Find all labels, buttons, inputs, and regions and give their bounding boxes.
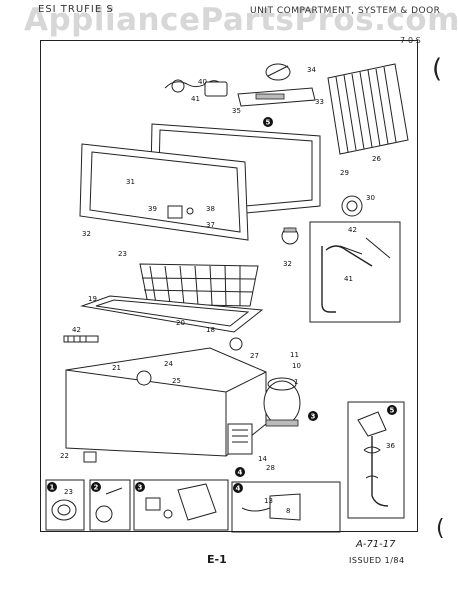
- part-label-17: 21: [112, 364, 121, 372]
- hinge-detail-inset: [309, 221, 401, 323]
- part-label-22: 25: [172, 377, 181, 385]
- fig4-inset: [231, 481, 341, 533]
- door-liner-illustration: [79, 143, 249, 241]
- part-label-15: 19: [88, 295, 97, 303]
- diagram-frame: [40, 40, 418, 532]
- wire-shelf-illustration: [327, 63, 409, 155]
- part-label-33: 35: [232, 107, 241, 115]
- part-label-11: 11: [290, 351, 299, 359]
- fig-badge-1: [47, 482, 57, 492]
- callout-4-drain-label: 4: [238, 469, 243, 477]
- part-label-19: 23: [64, 488, 73, 496]
- compressor-illustration: [229, 337, 301, 427]
- fig-badge-4-label: 4: [236, 485, 241, 493]
- header-title: UNIT COMPARTMENT, SYSTEM & DOOR: [250, 6, 441, 16]
- part-label-36: 38: [206, 205, 215, 213]
- latch-illustration: [341, 195, 363, 217]
- storage-basket-illustration: [139, 263, 259, 307]
- breaker-strip-illustration: [80, 295, 264, 333]
- part-label-13: 14: [258, 455, 267, 463]
- part-label-16: 20: [176, 319, 185, 327]
- part-label-25: 28: [266, 464, 275, 472]
- part-label-20: 23: [118, 250, 127, 258]
- fig-badge-2-label: 2: [94, 484, 99, 492]
- part-label-37: 39: [148, 205, 157, 213]
- part-label-1: 1: [294, 378, 298, 386]
- part-label-30: 32: [283, 260, 292, 268]
- knob-illustration: [281, 227, 299, 245]
- callout-4-drain: [235, 467, 245, 477]
- fig2-inset: [89, 479, 131, 531]
- part-label-24: 27: [250, 352, 259, 360]
- issue-code: A-71-17: [356, 539, 396, 550]
- fig-badge-1-label: 1: [50, 484, 55, 492]
- fig-badge-4: [233, 483, 243, 493]
- gasket-kit-illustration: [164, 79, 228, 97]
- fig5-inset: [347, 401, 405, 519]
- hinge-bar-illustration: [237, 63, 316, 107]
- part-label-39: 41: [191, 95, 200, 103]
- fig3-inset: [133, 479, 229, 531]
- part-label-12: 13: [264, 497, 273, 505]
- fig-badge-3: [135, 482, 145, 492]
- binding-mark-top: (: [432, 54, 443, 84]
- part-label-31: 33: [315, 98, 324, 106]
- fig-badge-2: [91, 482, 101, 492]
- part-label-42: 42: [72, 326, 81, 334]
- part-label-38: 40: [198, 78, 207, 86]
- part-label-23: 26: [372, 155, 381, 163]
- callout-3-compressor-label: 3: [311, 413, 316, 421]
- binding-mark-bottom: (: [436, 516, 445, 541]
- part-label-32: 34: [307, 66, 316, 74]
- fig-badge-5: [387, 405, 397, 415]
- callout-3-compressor: [308, 411, 318, 421]
- part-label-14: 18: [206, 326, 215, 334]
- issued-date: ISSUED 1/84: [349, 556, 405, 565]
- part-label-28: 31: [126, 178, 135, 186]
- watermark-text: AppliancePartsPros.com: [24, 2, 458, 38]
- screw-42-illustration: [63, 335, 99, 343]
- fig-badge-3-label: 3: [138, 484, 143, 492]
- part-label-26: 29: [340, 169, 349, 177]
- header-left: ESI TRUFIE S: [38, 4, 114, 15]
- part-label-35: 37: [206, 221, 215, 229]
- part-label-41: 42: [348, 226, 357, 234]
- part-label-34: 36: [386, 442, 395, 450]
- fig-badge-5-label: 5: [390, 407, 395, 415]
- part-label-29: 32: [82, 230, 91, 238]
- part-label-18: 22: [60, 452, 69, 460]
- part-label-21: 24: [164, 360, 173, 368]
- page-identifier: E-1: [207, 553, 227, 566]
- part-label-40: 41: [344, 275, 353, 283]
- part-label-10: 10: [292, 362, 301, 370]
- callout-5-door-label: 5: [266, 119, 271, 127]
- part-label-8: 8: [286, 507, 290, 515]
- part-label-27: 30: [366, 194, 375, 202]
- callout-5-door: [263, 117, 273, 127]
- fig1-inset: [45, 479, 85, 531]
